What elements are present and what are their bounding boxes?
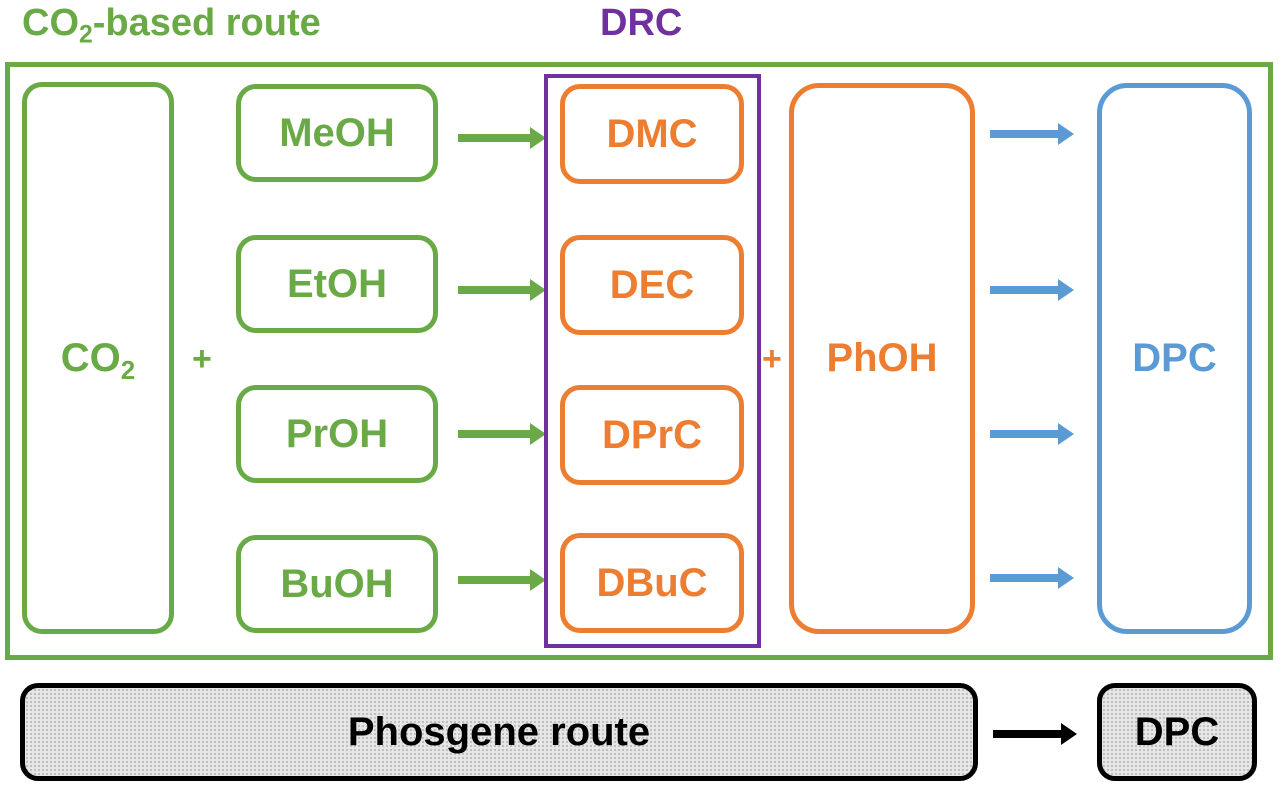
dpc-box-phosgene-route: DPC xyxy=(1097,683,1257,781)
arrow-to-dpc-4 xyxy=(990,567,1074,589)
co2-label-sub: 2 xyxy=(120,354,136,385)
arrow-head xyxy=(1058,423,1074,445)
drc-title: DRC xyxy=(600,2,683,44)
arrow-shaft xyxy=(458,286,532,294)
arrow-meoh-to-dmc xyxy=(458,127,546,149)
alcohol-box-proh: PrOH xyxy=(236,385,438,483)
arrow-etoh-to-dec xyxy=(458,279,546,301)
title-subscript: 2 xyxy=(79,21,93,49)
alcohol-box-meoh: MeOH xyxy=(236,84,438,182)
carbonate-box-dec: DEC xyxy=(560,235,744,335)
arrow-head xyxy=(1058,123,1074,145)
arrow-head xyxy=(530,569,546,591)
arrow-head xyxy=(1061,723,1077,745)
alcohol-box-etoh: EtOH xyxy=(236,235,438,333)
arrow-head xyxy=(1058,567,1074,589)
arrow-head xyxy=(530,279,546,301)
arrow-shaft xyxy=(990,430,1060,438)
drc-frame xyxy=(544,74,761,648)
arrow-shaft xyxy=(458,430,532,438)
arrow-shaft xyxy=(458,576,532,584)
arrow-to-dpc-3 xyxy=(990,423,1074,445)
co2-route-title: CO2-based route xyxy=(22,2,321,47)
title-co: CO xyxy=(22,2,79,44)
arrow-head xyxy=(1058,279,1074,301)
carbonate-box-dprc: DPrC xyxy=(560,385,744,485)
carbonate-box-dbuc: DBuC xyxy=(560,533,744,633)
carbonate-box-dmc: DMC xyxy=(560,84,744,184)
arrow-phosgene-to-dpc xyxy=(993,723,1077,745)
arrow-shaft xyxy=(458,134,532,142)
phenol-box: PhOH xyxy=(789,83,975,634)
arrow-head xyxy=(530,423,546,445)
arrow-buoh-to-dbuc xyxy=(458,569,546,591)
arrow-shaft xyxy=(990,286,1060,294)
plus-sign-1: + xyxy=(192,340,212,378)
arrow-to-dpc-2 xyxy=(990,279,1074,301)
co2-label-main: CO xyxy=(60,335,121,380)
title-rest: -based route xyxy=(92,2,321,44)
phosgene-route-box: Phosgene route xyxy=(20,683,978,781)
arrow-shaft xyxy=(993,730,1063,738)
plus-sign-2: + xyxy=(762,340,782,378)
arrow-proh-to-dprc xyxy=(458,423,546,445)
arrow-to-dpc-1 xyxy=(990,123,1074,145)
arrow-shaft xyxy=(990,130,1060,138)
co2-route-frame xyxy=(5,62,1273,660)
arrow-head xyxy=(530,127,546,149)
arrow-shaft xyxy=(990,574,1060,582)
co2-box: CO2 xyxy=(22,82,174,634)
co2-label: CO2 xyxy=(60,335,136,385)
alcohol-box-buoh: BuOH xyxy=(236,535,438,633)
dpc-box-co2-route: DPC xyxy=(1097,83,1252,634)
